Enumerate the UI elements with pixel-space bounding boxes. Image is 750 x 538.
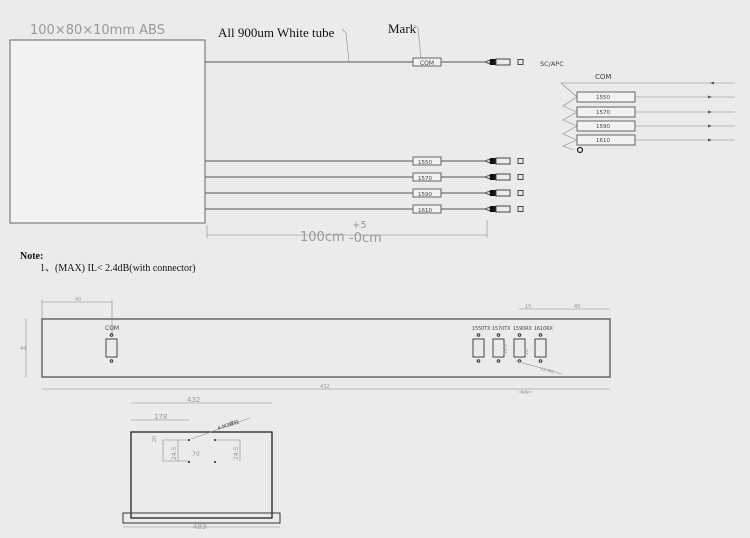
- panel-port-1590RX: [513, 338, 526, 358]
- dim-height: 44: [20, 346, 26, 352]
- note-title: Note:: [20, 251, 43, 262]
- connector-body: [490, 206, 496, 212]
- schematic-com-label: COM: [595, 73, 611, 81]
- connector-dust-cap-icon: [517, 59, 524, 65]
- mark-leader: [413, 24, 422, 59]
- length-plus: +5: [352, 220, 367, 231]
- connector-boot: [483, 59, 491, 65]
- top-view-ears: [122, 512, 281, 524]
- schematic-channel-label: 1570: [596, 110, 610, 116]
- panel-com-label: COM: [105, 325, 119, 332]
- connector-dust-cap-icon: [517, 174, 524, 180]
- tube-label: All 900um White tube: [218, 25, 335, 40]
- dim-port-w: 9.5: [521, 390, 528, 396]
- length-main: 100cm: [300, 230, 345, 245]
- screw-hole-icon: [538, 359, 543, 363]
- connector-boot: [483, 174, 491, 180]
- top-view-body: [130, 431, 273, 519]
- box-size-label: 100×80×10mm ABS: [30, 23, 165, 38]
- channel-label: 1610: [418, 208, 432, 214]
- schematic-channel-label: 1550: [596, 95, 610, 101]
- panel-port-1570TX: [492, 338, 505, 358]
- channel-label-box: [412, 156, 442, 166]
- dim-spacing: 70: [192, 451, 200, 458]
- dim-v-left: 24.5: [171, 446, 178, 460]
- com-mark-text: COM: [420, 60, 434, 67]
- connector-ferrule: [495, 157, 511, 165]
- dim-inner-width: 432: [187, 396, 200, 404]
- connector-ferrule: [495, 173, 511, 181]
- dim-v-right: 24.5: [233, 446, 240, 460]
- arrow-out-icon: [708, 110, 712, 114]
- screw-hole-icon: [476, 359, 481, 363]
- screw-hole-icon: [496, 333, 501, 337]
- schematic-channels: 1550 1570 1590 1610: [576, 81, 735, 146]
- panel-port-label: 1590RX: [513, 326, 533, 332]
- connector-ferrule: [495, 189, 511, 197]
- schematic-channel-label: 1610: [596, 138, 610, 144]
- callout-standoffs: 4-M3螺柱: [216, 418, 240, 432]
- dim-hole-h: 28: [524, 349, 530, 355]
- connector-body: [490, 59, 496, 65]
- connector-boot: [483, 206, 491, 212]
- connector-ferrule: [495, 58, 511, 66]
- channel-label: 1570: [418, 176, 432, 182]
- dim-right: 40: [574, 304, 580, 310]
- dim-port-h: 26.5: [503, 344, 509, 354]
- length-minus: -0cm: [349, 231, 382, 246]
- connectors: [483, 58, 524, 213]
- dim-outer-width: 483: [193, 523, 206, 531]
- screw-hole-icon: [517, 333, 522, 337]
- connector-body: [490, 158, 496, 164]
- dim-width: 432: [320, 384, 330, 390]
- dim-small: 20: [152, 436, 158, 442]
- channel-label: 1550: [418, 160, 432, 166]
- channel-label-box: [412, 188, 442, 198]
- panel-port-label: 1550TX: [472, 326, 491, 332]
- connector-body: [490, 190, 496, 196]
- panel-port-label: 1570TX: [492, 326, 511, 332]
- schematic-reflector-icon: [576, 146, 584, 154]
- panel-com-port: [105, 338, 118, 358]
- schematic-channel-label: 1590: [596, 124, 610, 130]
- connector-ferrule: [495, 205, 511, 213]
- arrow-out-icon: [708, 95, 712, 99]
- panel-port-1550TX: [472, 338, 485, 358]
- abs-box: [9, 39, 206, 224]
- mark-label: Mark: [388, 21, 417, 36]
- dim-screw: 12-M2: [539, 366, 554, 375]
- dim-offset: 178: [154, 413, 167, 421]
- panel-port-label: 1610RX: [534, 326, 554, 332]
- screw-hole-icon: [476, 333, 481, 337]
- channel-label-box: [412, 172, 442, 182]
- channel-label: 1590: [418, 192, 432, 198]
- channel-fibers: 1550 1570 1590 1610: [205, 156, 485, 214]
- schematic-zigzag: [560, 82, 578, 151]
- front-panel: [41, 318, 611, 378]
- connector-dust-cap-icon: [517, 158, 524, 164]
- arrow-in-icon: [710, 81, 714, 85]
- connector-type-label: SC/APC: [540, 60, 564, 68]
- connector-body: [490, 174, 496, 180]
- tube-leader: [341, 28, 350, 63]
- dim-pitch: 15: [525, 304, 531, 310]
- connector-dust-cap-icon: [517, 206, 524, 212]
- arrow-out-icon: [708, 124, 712, 128]
- note-item-1: 1、(MAX) IL< 2.4dB(with connector): [40, 263, 196, 274]
- connector-dust-cap-icon: [517, 190, 524, 196]
- channel-label-box: [412, 204, 442, 214]
- arrow-out-icon: [708, 138, 712, 142]
- dim-left: 40: [75, 297, 81, 303]
- connector-boot: [483, 190, 491, 196]
- screw-hole-icon: [496, 359, 501, 363]
- connector-boot: [483, 158, 491, 164]
- panel-port-1610RX: [534, 338, 547, 358]
- screw-hole-icon: [538, 333, 543, 337]
- com-mark-box: [412, 57, 442, 67]
